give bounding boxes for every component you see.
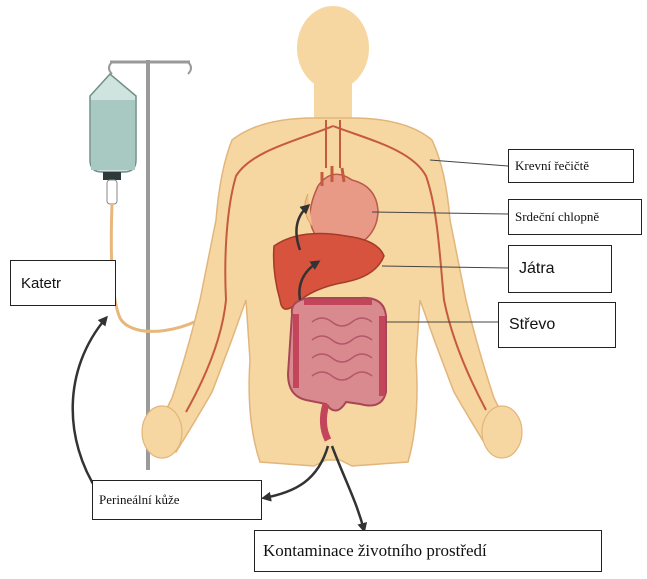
label-perineal-skin: Perineální kůže <box>92 480 262 520</box>
label-intestine: Střevo <box>498 302 616 348</box>
label-liver-text: Játra <box>519 260 555 278</box>
label-blood-stream-text: Krevní řečičtě <box>515 158 589 174</box>
arrow-perineum-to-catheter <box>73 318 106 492</box>
label-env-contamination: Kontaminace životního prostředí <box>254 530 602 572</box>
label-perineal-skin-text: Perineální kůže <box>99 492 180 508</box>
label-intestine-text: Střevo <box>509 316 555 334</box>
label-catheter-text: Katetr <box>21 275 61 292</box>
label-liver: Játra <box>508 245 612 293</box>
iv-bag <box>90 74 136 204</box>
label-heart-valves: Srdeční chlopně <box>508 199 642 235</box>
label-catheter: Katetr <box>10 260 116 306</box>
label-blood-stream: Krevní řečičtě <box>508 149 634 183</box>
label-heart-valves-text: Srdeční chlopně <box>515 209 599 225</box>
label-env-contamination-text: Kontaminace životního prostředí <box>263 541 487 561</box>
